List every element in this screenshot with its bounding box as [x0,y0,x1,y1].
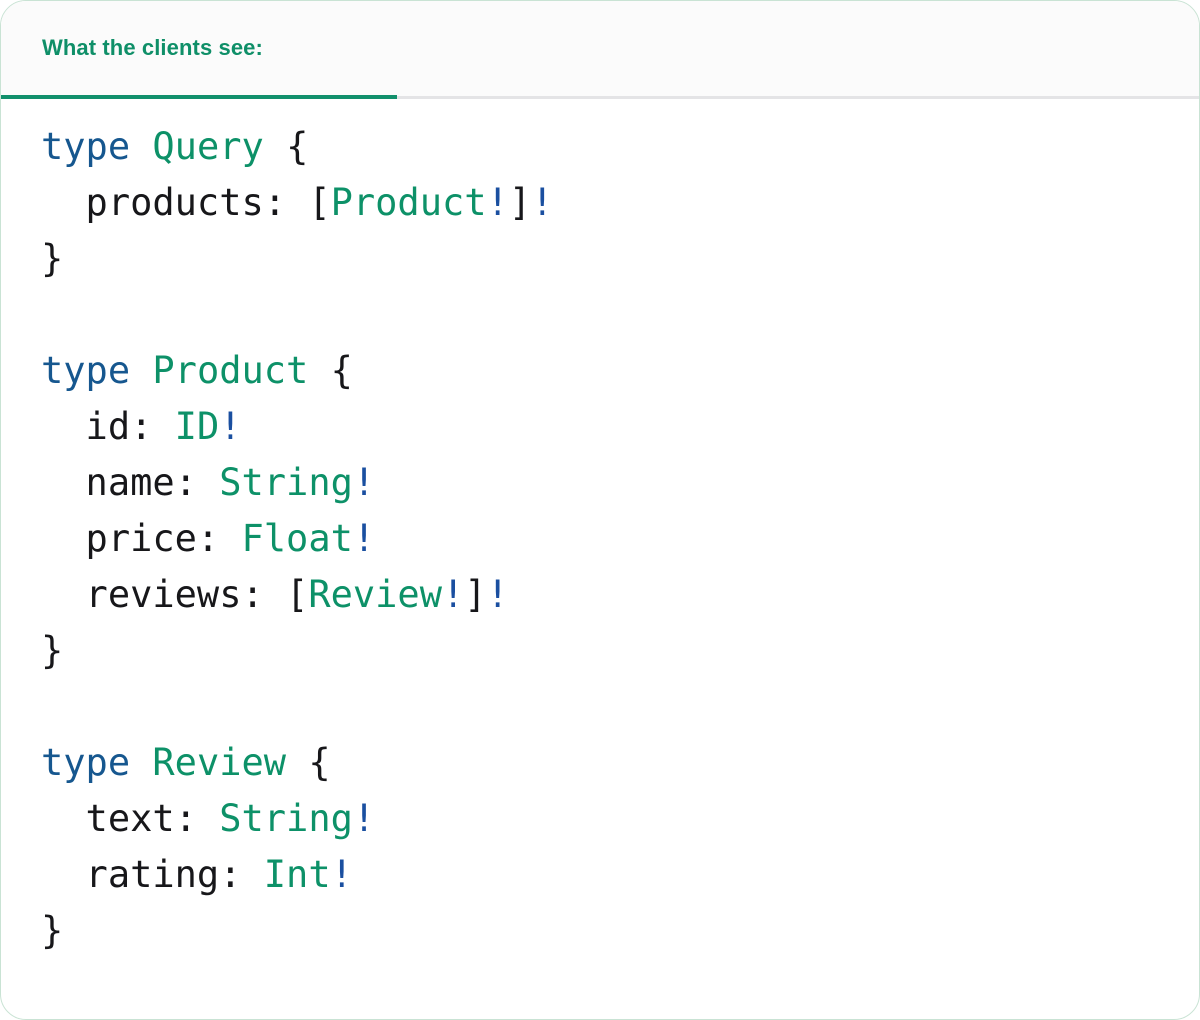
code-line: price: Float! [41,511,1199,567]
code-line: rating: Int! [41,847,1199,903]
code-line: text: String! [41,791,1199,847]
type-ref-product: Product [330,181,487,224]
code-line: } [41,231,1199,287]
tab-label: What the clients see: [42,35,263,60]
bracket-open: [ [286,573,309,616]
code-line: name: String! [41,455,1199,511]
non-null-marker: ! [486,573,509,616]
type-ref-id: ID [174,405,220,448]
code-line: type Query { [41,119,1199,175]
keyword-type: type [41,741,131,784]
non-null-marker: ! [531,181,554,224]
type-ref-int: Int [263,853,331,896]
code-line-blank [41,679,1199,735]
code-line: } [41,903,1199,959]
non-null-marker: ! [441,573,465,616]
non-null-marker: ! [330,853,353,896]
tab-bar: What the clients see: [1,1,1199,99]
field-text: text: [41,797,197,840]
code-block: type Query { products: [Product!]!}type … [1,99,1199,959]
field-products: products: [41,181,287,224]
non-null-marker: ! [352,517,376,560]
bracket-open: [ [308,181,331,224]
bracket-close: ] [508,181,532,224]
field-rating: rating: [41,853,242,896]
type-ref-string: String [219,797,353,840]
type-name-query: Query [152,125,264,168]
code-line: } [41,623,1199,679]
type-ref-review: Review [308,573,442,616]
brace-close: } [41,909,64,952]
brace-close: } [41,629,64,672]
field-reviews: reviews: [41,573,264,616]
field-name: name: [41,461,197,504]
brace-close: } [41,237,64,280]
keyword-type: type [41,125,131,168]
non-null-marker: ! [352,797,376,840]
type-name-review: Review [152,741,287,784]
keyword-type: type [41,349,131,392]
code-line-blank [41,287,1199,343]
non-null-marker: ! [486,181,509,224]
brace-open: { [286,125,309,168]
tab-what-the-clients-see[interactable]: What the clients see: [1,1,397,99]
brace-open: { [330,349,353,392]
type-name-product: Product [152,349,309,392]
field-price: price: [41,517,220,560]
code-line: type Review { [41,735,1199,791]
type-ref-string: String [219,461,353,504]
code-line: id: ID! [41,399,1199,455]
type-ref-float: Float [241,517,353,560]
non-null-marker: ! [352,461,376,504]
brace-open: { [308,741,331,784]
graphql-schema-code: type Query { products: [Product!]!}type … [41,119,1199,959]
code-line: reviews: [Review!]! [41,567,1199,623]
non-null-marker: ! [219,405,242,448]
field-id: id: [41,405,153,448]
code-line: type Product { [41,343,1199,399]
code-line: products: [Product!]! [41,175,1199,231]
bracket-close: ] [464,573,487,616]
